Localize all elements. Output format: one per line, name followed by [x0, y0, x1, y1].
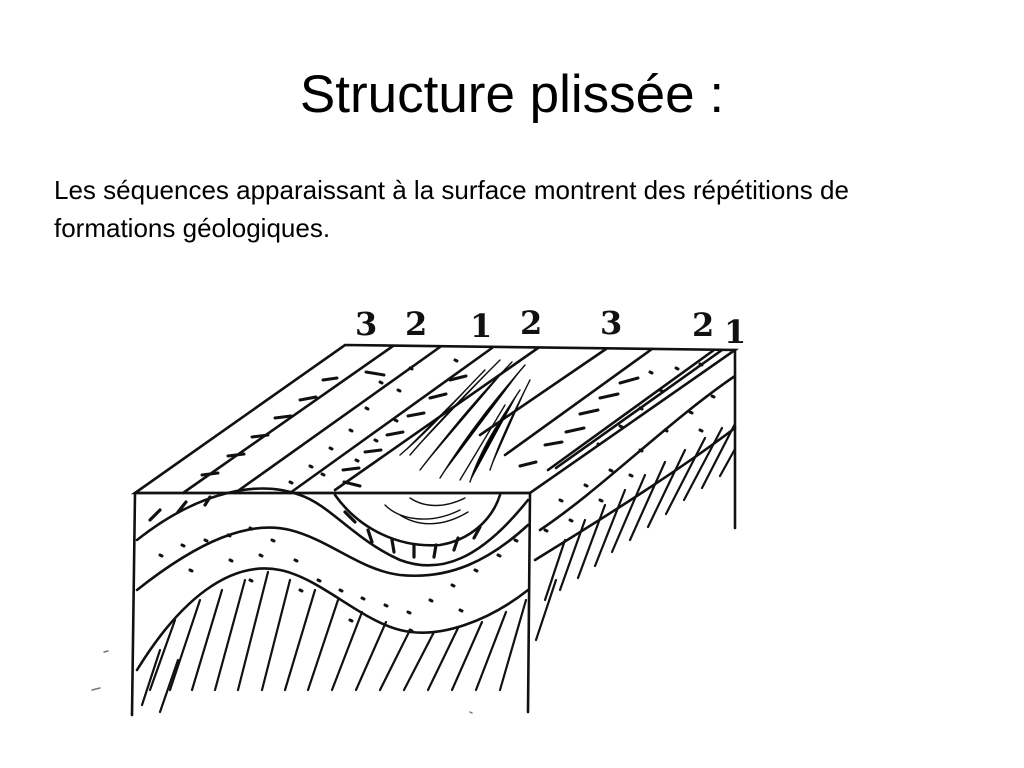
label-1b: 1 [724, 313, 746, 351]
formation-labels: 3 2 1 2 3 2 1 [355, 304, 746, 351]
label-3a: 3 [355, 305, 377, 343]
side-face [526, 348, 737, 714]
label-1a: 1 [470, 307, 492, 345]
stray-marks [91, 650, 473, 714]
front-face [130, 487, 532, 717]
slide-text: Les séquences apparaissant à la surface … [54, 175, 849, 243]
slide-title: Structure plissée : [299, 65, 725, 124]
label-3b: 3 [600, 304, 622, 342]
top-face [130, 343, 740, 495]
label-2b: 2 [520, 304, 542, 342]
label-2a: 2 [405, 305, 427, 343]
label-2c: 2 [692, 306, 714, 344]
